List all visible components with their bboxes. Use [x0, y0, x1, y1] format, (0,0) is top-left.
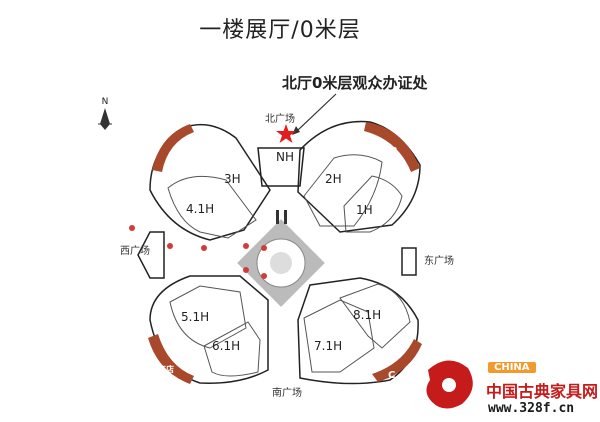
zone-d-label: 商店 — [158, 364, 174, 374]
watermark-tag: CHINA — [488, 362, 536, 373]
callout-label: 北厅0米层观众办证处 — [282, 74, 428, 92]
hall-labels: NH 3H 2H 4.1H 1H 5.1H 8.1H 6.1H 7.1H — [181, 150, 381, 353]
zone-a-label: A — [172, 146, 180, 157]
callout-arrowhead — [292, 126, 300, 135]
zone-b — [364, 122, 420, 172]
hall-label-2h: 2H — [325, 172, 342, 186]
compass-label: N — [102, 97, 109, 107]
watermark-url: www.328f.cn — [488, 401, 575, 416]
watermark-site-name: 中国古典家具网 — [486, 382, 599, 401]
hall-label-81h: 8.1H — [353, 308, 381, 322]
zone-a — [152, 124, 194, 172]
page-title: 一楼展厅/0米层 — [199, 18, 361, 43]
hall-label-61h: 6.1H — [212, 339, 240, 353]
zone-strips — [148, 122, 422, 384]
callout-arrow — [297, 93, 337, 131]
zone-b-label: B — [390, 146, 398, 157]
central-plaza — [237, 210, 325, 307]
hall-label-1h: 1H — [356, 203, 373, 217]
visitor-registration-star-icon — [276, 124, 296, 143]
watermark-logo-icon — [426, 360, 473, 409]
zone-letters: A B C 商店 — [158, 146, 398, 381]
hall-label-71h: 7.1H — [314, 339, 342, 353]
hall-label-41h: 4.1H — [186, 202, 214, 216]
zone-c — [372, 339, 422, 382]
plaza-west: 西广场 — [120, 244, 150, 257]
hall-label-51h: 5.1H — [181, 310, 209, 324]
plaza-east: 东广场 — [424, 254, 454, 267]
zone-d — [148, 334, 194, 384]
zone-c-label: C — [388, 370, 395, 381]
service-markers — [129, 225, 267, 279]
hall-label-nh: NH — [276, 150, 294, 164]
plaza-south: 南广场 — [272, 386, 302, 399]
compass-icon — [98, 108, 112, 130]
plaza-labels: 北广场 南广场 东广场 西广场 — [120, 112, 454, 399]
plaza-north: 北广场 — [265, 112, 295, 125]
hall-label-3h: 3H — [224, 172, 241, 186]
hall-dividers — [167, 154, 411, 377]
